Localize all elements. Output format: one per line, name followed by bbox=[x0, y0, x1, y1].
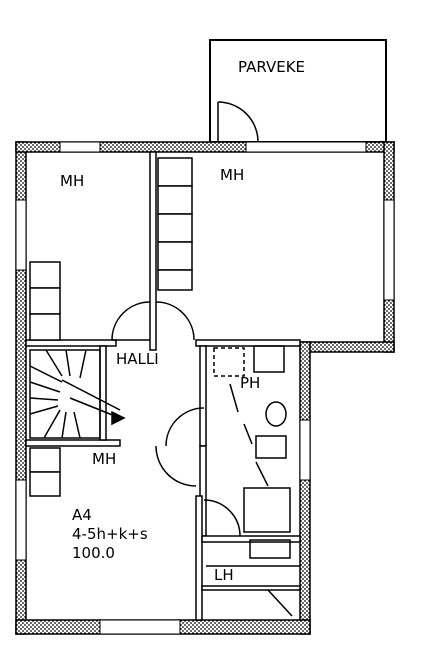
apartment-code: A4 bbox=[72, 506, 92, 524]
windows bbox=[15, 141, 395, 635]
room-label-bedroom-bottom: MH bbox=[92, 450, 117, 468]
washroom-fixtures bbox=[206, 345, 300, 617]
apartment-area: 100.0 bbox=[72, 544, 115, 562]
apartment-info: A4 4-5h+k+s 100.0 bbox=[72, 506, 148, 563]
closets bbox=[29, 157, 193, 497]
room-label-bedroom-top-right: MH bbox=[220, 166, 245, 184]
apartment-type: 4-5h+k+s bbox=[72, 525, 148, 543]
room-label-linen: LH bbox=[214, 566, 234, 584]
staircase bbox=[29, 349, 126, 439]
room-label-washroom: PH bbox=[240, 374, 261, 392]
doors bbox=[111, 101, 259, 537]
room-label-hall: HALLI bbox=[116, 350, 159, 368]
balcony bbox=[209, 39, 387, 143]
inner-walls bbox=[25, 151, 301, 621]
room-label-bedroom-top-left: MH bbox=[60, 172, 85, 190]
room-label-balcony: PARVEKE bbox=[238, 58, 306, 76]
